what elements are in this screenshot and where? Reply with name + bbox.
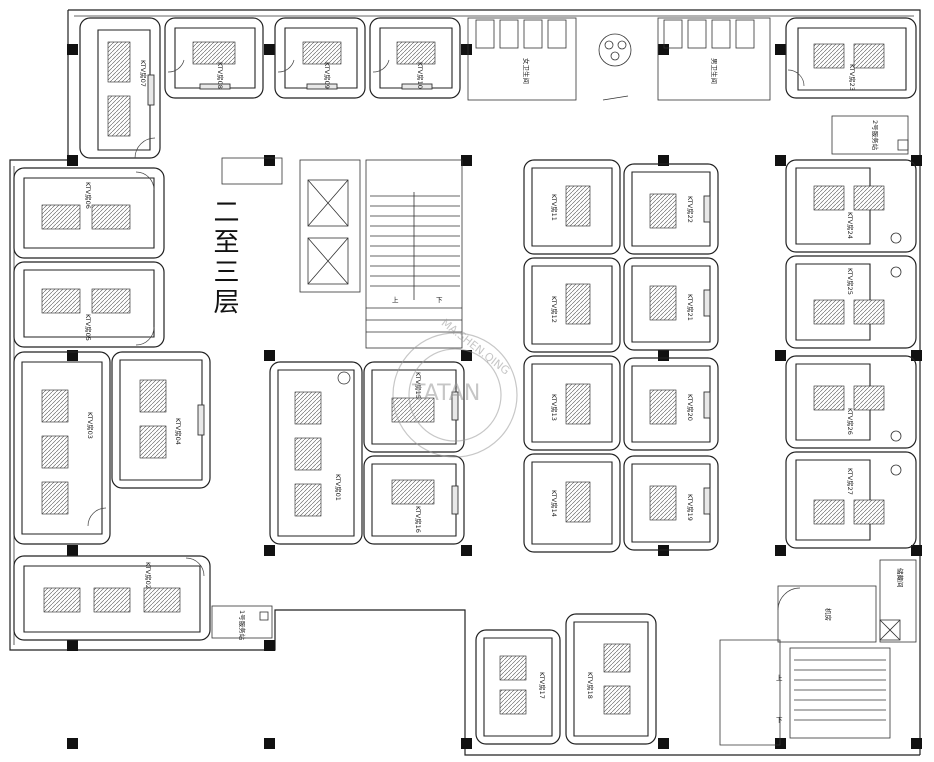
label-ktv02: KTV房02 (144, 562, 153, 589)
room-ktv22 (623, 163, 719, 255)
label-service-2: 2号服务站 (871, 120, 880, 151)
room-ktv13 (523, 355, 621, 451)
room-ktv19 (623, 455, 719, 551)
label-ktv08: KTV房08 (216, 62, 225, 89)
label-ktv13: KTV房13 (550, 394, 559, 421)
stair-up-mark-east: 上 (776, 673, 783, 682)
label-ktv20: KTV房20 (686, 394, 695, 421)
male-restroom (657, 17, 771, 101)
elevator-core (221, 157, 361, 293)
stair-down-mark-east: 下 (776, 716, 783, 724)
room-ktv25 (785, 255, 917, 349)
label-ktv09: KTV房09 (323, 62, 332, 89)
room-ktv07 (79, 17, 161, 159)
room-ktv05 (13, 261, 165, 348)
room-ktv18 (565, 613, 657, 745)
label-ktv10: KTV房10 (416, 62, 425, 89)
label-ktv18: KTV房18 (586, 672, 595, 699)
lobby-icon-circles (598, 33, 632, 101)
floor-title: 二至三层 (209, 198, 239, 318)
label-ktv04: KTV房04 (174, 418, 183, 445)
room-ktv17 (475, 629, 561, 745)
room-ktv26 (785, 355, 917, 449)
room-ktv10 (369, 17, 461, 99)
label-storage: 储藏间 (896, 568, 905, 588)
room-ktv24 (785, 159, 917, 253)
room-ktv14 (523, 453, 621, 553)
watermark (392, 332, 518, 458)
room-ktv20 (623, 357, 719, 451)
label-ktv25: KTV房25 (846, 268, 855, 295)
label-ktv24: KTV房24 (846, 212, 855, 239)
stair-down-mark-main: 下 (436, 296, 443, 304)
label-ktv21: KTV房21 (686, 294, 695, 321)
room-ktv03 (13, 351, 111, 545)
room-ktv21 (623, 257, 719, 351)
room-ktv12 (523, 257, 621, 353)
label-ktv11: KTV房11 (550, 194, 559, 221)
room-ktv09 (274, 17, 366, 99)
room-ktv01 (269, 361, 363, 545)
label-ktv19: KTV房19 (686, 494, 695, 521)
service-station-1 (211, 605, 273, 639)
label-ktv26: KTV房26 (846, 408, 855, 435)
label-male-wc: 男卫生间 (710, 58, 719, 84)
label-ktv27: KTV房27 (846, 468, 855, 495)
room-ktv16 (363, 455, 465, 545)
female-restroom (467, 17, 577, 101)
label-service-1: 1号服务站 (238, 610, 247, 641)
secondary-stair (719, 639, 891, 746)
storage-room (879, 559, 917, 643)
room-ktv11 (523, 159, 621, 255)
watermark-brand: TATAN (411, 381, 480, 406)
structural-columns (67, 44, 922, 749)
room-ktv23 (785, 17, 917, 99)
label-ktv01: KTV房01 (334, 474, 343, 501)
label-ktv17: KTV房17 (538, 672, 547, 699)
room-ktv04 (111, 351, 211, 489)
label-ktv06: KTV房06 (84, 182, 93, 209)
machine-room (777, 585, 877, 643)
room-ktv08 (164, 17, 264, 99)
room-ktv27 (785, 451, 917, 549)
label-ktv05: KTV房05 (84, 314, 93, 341)
label-ktv16: KTV房16 (414, 506, 423, 533)
stair-up-mark-main: 上 (392, 295, 399, 304)
room-ktv06 (13, 167, 165, 259)
label-ktv14: KTV房14 (550, 490, 559, 517)
label-ktv15: KTV房15 (414, 372, 423, 399)
label-ktv03: KTV房03 (86, 412, 95, 439)
service-station-2 (831, 115, 909, 155)
label-ktv12: KTV房12 (550, 296, 559, 323)
watermark-arc-text: MA.SHEN.QING (439, 316, 512, 377)
label-ktv23: KTV房23 (848, 64, 857, 91)
label-machine-room: 机房 (824, 608, 833, 621)
room-ktv02 (13, 555, 211, 641)
label-ktv07: KTV房07 (139, 60, 148, 87)
label-female-wc: 女卫生间 (522, 58, 531, 84)
label-ktv22: KTV房22 (686, 196, 695, 223)
